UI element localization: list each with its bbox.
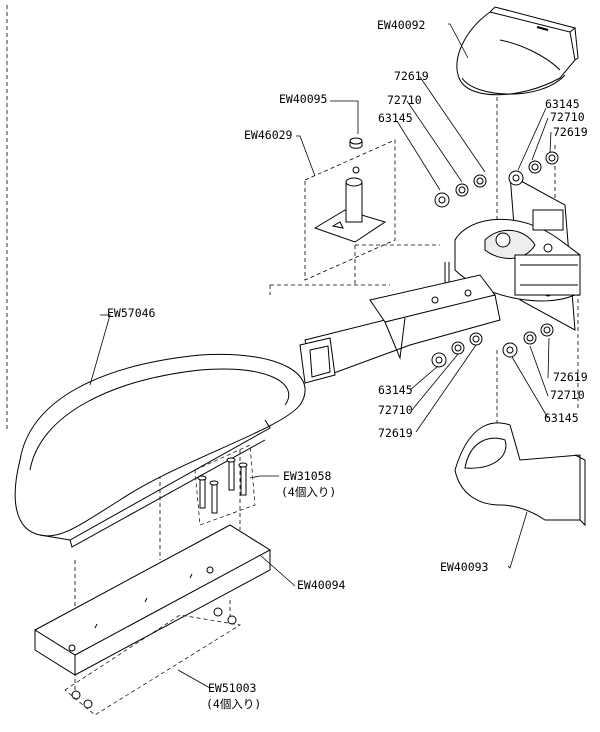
label-72710-lower-right: 72710 xyxy=(550,388,585,402)
label-ew46029: EW46029 xyxy=(244,128,293,142)
guide-lines xyxy=(6,5,579,690)
part-ew51003 xyxy=(64,607,241,716)
label-ew31058: EW31058 xyxy=(283,469,332,483)
label-ew40092: EW40092 xyxy=(377,18,426,32)
label-ew40094: EW40094 xyxy=(297,578,346,592)
label-ew51003-quantity: (4個入り) xyxy=(206,697,262,711)
part-ew46029 xyxy=(304,139,396,281)
label-63145-lower-left: 63145 xyxy=(378,383,413,397)
label-72619-lower-right: 72619 xyxy=(553,370,588,384)
label-63145-top: 63145 xyxy=(378,111,413,125)
part-ew40093 xyxy=(454,422,586,527)
part-ew31058 xyxy=(194,444,256,526)
part-ew40092 xyxy=(456,6,579,96)
leader-lines xyxy=(89,23,552,689)
label-72619-lower-left: 72619 xyxy=(378,426,413,440)
label-72619-top: 72619 xyxy=(394,69,429,83)
label-72710-lower-left: 72710 xyxy=(378,403,413,417)
label-72710-right: 72710 xyxy=(550,110,585,124)
label-ew57046: EW57046 xyxy=(107,306,156,320)
label-63145-lower-right: 63145 xyxy=(544,411,579,425)
label-63145-right: 63145 xyxy=(545,97,580,111)
part-fasteners xyxy=(431,151,559,368)
label-ew51003: EW51003 xyxy=(208,681,257,695)
part-ew40094 xyxy=(34,524,271,676)
label-72710-top: 72710 xyxy=(387,93,422,107)
part-ew57046 xyxy=(14,353,306,548)
part-hinge-assembly xyxy=(444,174,581,331)
part-square-tube xyxy=(299,274,501,384)
label-ew40093: EW40093 xyxy=(440,560,489,574)
label-ew40095: EW40095 xyxy=(279,92,328,106)
part-ew40095 xyxy=(349,137,363,149)
label-ew31058-quantity: (4個入り) xyxy=(281,485,337,499)
label-72619-right: 72619 xyxy=(553,125,588,139)
